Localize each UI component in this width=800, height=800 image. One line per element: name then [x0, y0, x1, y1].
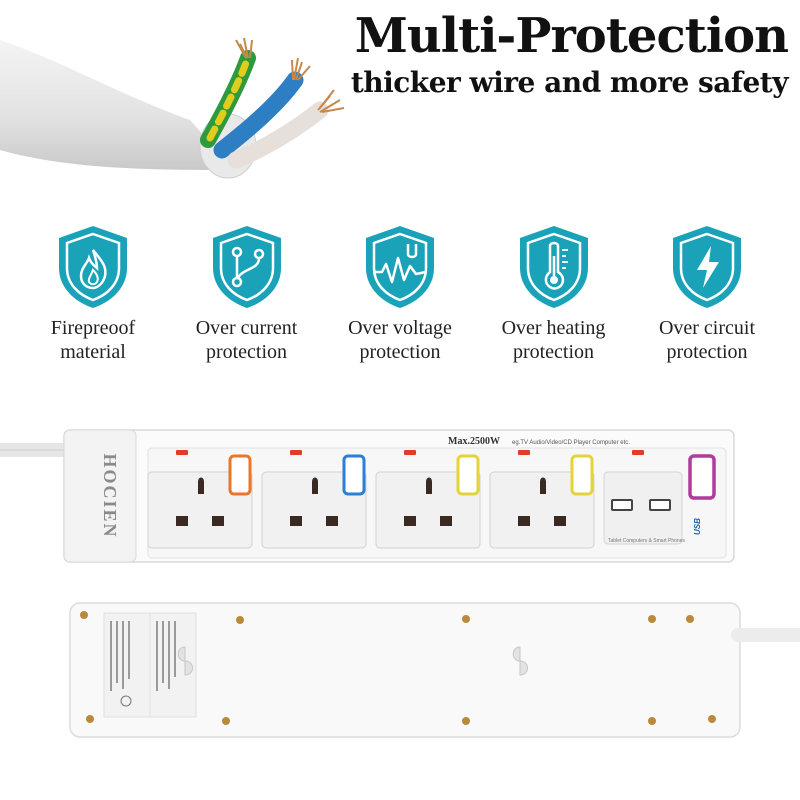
feature-label: material: [60, 341, 126, 363]
indicator-light: [632, 450, 644, 455]
max-power-label: Max.2500W: [448, 436, 500, 447]
feature-label: protection: [666, 341, 748, 363]
socket-hole-live: [176, 516, 188, 526]
lightning-bolt-icon: [673, 226, 741, 308]
socket-hole-neutral: [326, 516, 338, 526]
wall-mount-slot: [177, 646, 193, 676]
feature-list: Firepreoof material Over current protect…: [18, 222, 782, 372]
page-subtitle: thicker wire and more safety: [350, 66, 789, 99]
socket-hole-neutral: [440, 516, 452, 526]
socket-outlet[interactable]: [147, 471, 253, 549]
socket-hole-earth: [198, 477, 204, 494]
flame-icon: [59, 226, 127, 308]
headline: Multi-Protection thicker wire and more s…: [318, 6, 789, 100]
socket-hole-earth: [426, 477, 432, 494]
socket-hole-neutral: [554, 516, 566, 526]
circuit-branch-icon: [212, 226, 281, 308]
power-switch[interactable]: [688, 454, 716, 500]
wall-mount-slot: [512, 646, 528, 676]
power-strip-front: HOCIEN Max.2500W eg.TV Audio/Video/CD Pl…: [0, 429, 735, 563]
socket-hole-neutral: [212, 516, 224, 526]
feature-over-current: Over current protection: [172, 222, 322, 372]
power-switch[interactable]: [342, 454, 366, 496]
feature-label: Firepreoof: [50, 317, 136, 339]
power-switch[interactable]: [570, 454, 594, 496]
socket-outlet[interactable]: [489, 471, 595, 549]
feature-label: Over current: [195, 317, 298, 339]
usb-badge: USB: [693, 518, 702, 535]
feature-over-circuit: Over circuit protection: [632, 222, 782, 372]
indicator-light: [404, 450, 416, 455]
feature-over-voltage: Over voltage protection: [325, 222, 475, 372]
socket-hole-earth: [540, 477, 546, 494]
feature-label: protection: [205, 341, 288, 363]
feature-label: Over heating: [501, 317, 606, 339]
voltage-wave-icon: [366, 226, 434, 308]
feature-label: Over voltage: [348, 317, 452, 339]
socket-hole-live: [290, 516, 302, 526]
indicator-light: [290, 450, 302, 455]
usb-port-1[interactable]: [611, 499, 633, 511]
socket-outlet[interactable]: [261, 471, 367, 549]
cable-illustration: [0, 37, 345, 179]
thermometer-icon: [519, 226, 588, 308]
usb-port-2[interactable]: [649, 499, 671, 511]
feature-label: protection: [359, 341, 441, 363]
socket-hole-live: [518, 516, 530, 526]
feature-label: protection: [512, 341, 595, 363]
page-title: Multi-Protection: [354, 8, 789, 64]
feature-fireproof: Firepreoof material: [18, 222, 168, 372]
feature-over-heating: Over heating protection: [479, 222, 629, 372]
power-strip-back: [69, 602, 800, 738]
power-switch[interactable]: [228, 454, 252, 496]
brand-logo: HOCIEN: [100, 453, 120, 538]
socket-hole-earth: [312, 477, 318, 494]
indicator-light: [518, 450, 530, 455]
power-switch[interactable]: [456, 454, 480, 496]
feature-label: Over circuit: [658, 317, 756, 339]
usage-note: eg.TV Audio/Video/CD Player Computer etc…: [512, 440, 630, 446]
indicator-light: [176, 450, 188, 455]
socket-outlet[interactable]: [375, 471, 481, 549]
usb-note: Tablet Computers & Smart Phones: [608, 538, 685, 544]
socket-hole-live: [404, 516, 416, 526]
